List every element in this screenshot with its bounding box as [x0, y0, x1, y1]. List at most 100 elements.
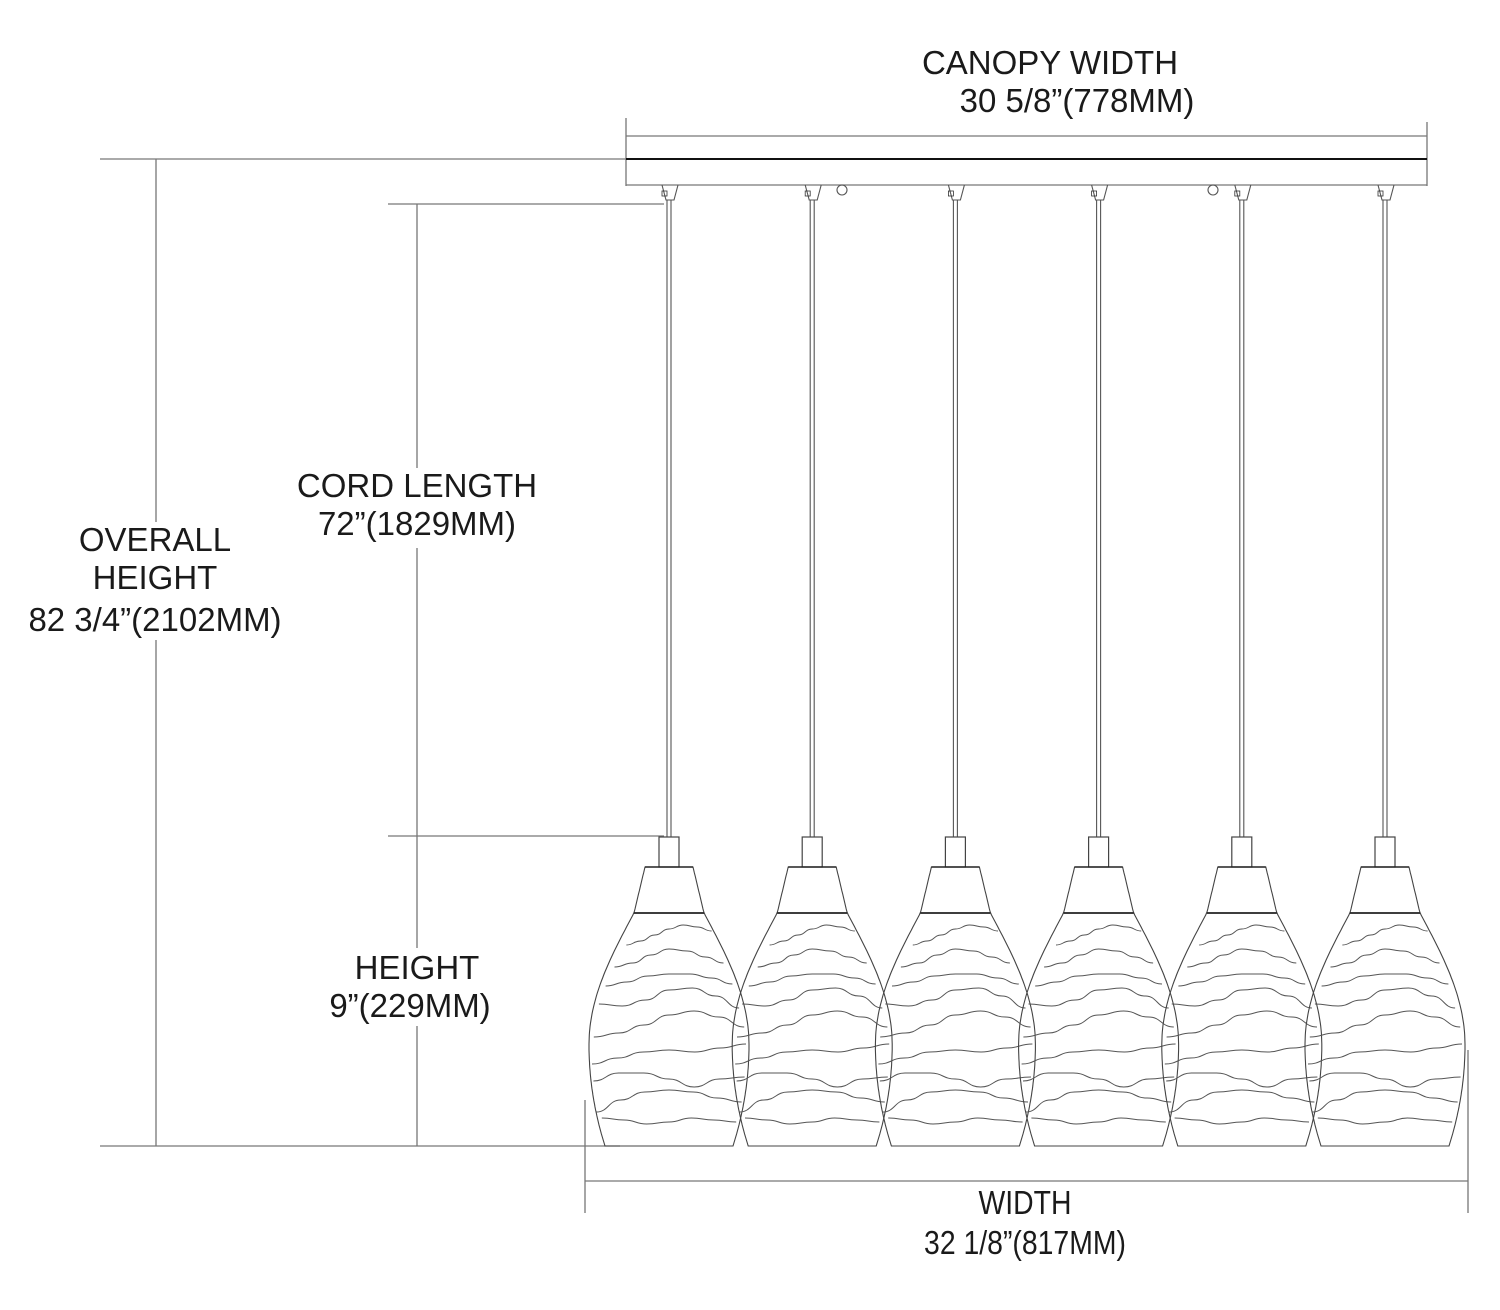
cord-grip [947, 184, 965, 201]
set-screw-icon [948, 190, 954, 197]
socket-cap [1087, 836, 1110, 868]
set-screw-icon [661, 190, 668, 197]
cord-grip [804, 184, 822, 201]
shade-swirl-line [1164, 1043, 1319, 1065]
shade-swirl-line [744, 1117, 880, 1125]
shade-swirl-line [598, 987, 740, 1009]
width-value: 32 1/8”(817MM) [924, 1224, 1126, 1261]
width-title: WIDTH [978, 1184, 1072, 1221]
shade-swirl-line [1169, 1089, 1315, 1113]
canopy [626, 135, 1427, 196]
overall-height-title-2: HEIGHT [92, 559, 218, 596]
shade-swirl-line [1314, 987, 1456, 1009]
set-screw-icon [1377, 190, 1384, 197]
shade-swirl-line [1035, 973, 1163, 987]
overall-height-title-1: OVERALL [78, 521, 232, 558]
shade-swirl-line [880, 1010, 1031, 1038]
glass-shade [1161, 866, 1323, 1147]
shade-swirl-line [879, 1072, 1032, 1088]
glass-shade [1018, 866, 1180, 1147]
shade-swirl-line [739, 1089, 885, 1113]
dimension-lines [100, 118, 1469, 1213]
pendant [731, 184, 893, 1147]
cord-grip [1377, 184, 1395, 201]
shade-swirl-line [748, 973, 876, 987]
set-screw-icon [1091, 190, 1097, 197]
glass-shade [588, 866, 750, 1147]
shade-swirl-line [601, 1117, 737, 1125]
cord-length-value: 72”(1829MM) [317, 505, 517, 542]
shade-swirl-line [757, 948, 867, 968]
shade-swirl-line [1309, 1072, 1461, 1088]
pendants [588, 184, 1466, 1147]
pendant [1018, 184, 1180, 1147]
shade-swirl-line [1166, 1010, 1318, 1038]
cord-grip [661, 184, 679, 201]
shade-swirl-line [626, 924, 712, 946]
canopy-mount-hole [1207, 184, 1219, 196]
height-label: HEIGHT 9”(229MM) [300, 949, 520, 1025]
width-label: WIDTH 32 1/8”(817MM) [896, 1184, 1154, 1262]
shade-swirl-line [769, 924, 855, 946]
shade-swirl-line [1171, 987, 1312, 1009]
shade-swirl-line [885, 987, 1026, 1009]
shade-swirl-line [1044, 948, 1154, 968]
glass-shade [874, 866, 1036, 1147]
glass-shade [1304, 866, 1466, 1147]
shade-swirl-line [591, 1043, 747, 1065]
canopy-width-title: CANOPY WIDTH [921, 44, 1179, 81]
shade-swirl-line [1199, 924, 1285, 946]
shade-swirl-line [1342, 924, 1428, 946]
shade-swirl-line [1321, 973, 1449, 987]
shade-swirl-line [1317, 1117, 1453, 1125]
shade-swirl-line [1021, 1043, 1176, 1065]
shade-swirl-line [1312, 1089, 1458, 1113]
shade-swirl-line [912, 924, 999, 946]
shade-swirl-line [742, 987, 883, 1009]
shade-swirl-line [1309, 1010, 1461, 1038]
socket-cap [944, 836, 967, 868]
shade-swirl-line [1025, 1089, 1172, 1113]
shade-swirl-line [736, 1072, 888, 1088]
shade-swirl-line [735, 1043, 890, 1065]
pendant [1161, 184, 1323, 1147]
pendant [588, 184, 750, 1147]
shade-swirl-line [888, 1117, 1023, 1125]
cord-grip [1234, 184, 1252, 201]
overall-height-label: OVERALL HEIGHT 82 3/4”(2102MM) [10, 521, 300, 639]
socket-cap [658, 836, 680, 868]
shade-swirl-line [593, 1010, 745, 1038]
cord-length-label: CORD LENGTH 72”(1829MM) [276, 467, 558, 543]
shade-swirl-line [900, 948, 1010, 968]
shade-swirl-line [1307, 1043, 1463, 1065]
shade-swirl-line [882, 1089, 1029, 1113]
socket-cap [801, 836, 823, 868]
socket-cap [1374, 836, 1396, 868]
set-screw-icon [804, 190, 811, 197]
shade-swirl-line [1330, 948, 1440, 968]
shade-swirl-line [1055, 924, 1142, 946]
shade-swirl-line [1023, 1010, 1174, 1038]
shade-swirl-line [1028, 987, 1169, 1009]
glass-shade [731, 866, 893, 1147]
set-screw-icon [1234, 190, 1241, 197]
socket-cap [1231, 836, 1253, 868]
overall-height-value: 82 3/4”(2102MM) [28, 601, 282, 638]
shade-swirl-line [614, 948, 724, 968]
pendant [1304, 184, 1466, 1147]
shade-swirl-line [1031, 1117, 1166, 1125]
shade-swirl-line [1178, 973, 1306, 987]
pendant [874, 184, 1036, 1147]
shade-swirl-line [736, 1010, 888, 1038]
height-title: HEIGHT [354, 949, 480, 986]
canopy-width-label: CANOPY WIDTH 30 5/8”(778MM) [880, 44, 1220, 120]
shade-swirl-line [878, 1043, 1033, 1065]
shade-swirl-line [891, 973, 1019, 987]
shade-swirl-line [605, 973, 733, 987]
cord-grip [1091, 184, 1109, 201]
cord-length-title: CORD LENGTH [296, 467, 538, 504]
shade-swirl-line [1174, 1117, 1310, 1125]
shade-swirl-line [593, 1072, 745, 1088]
height-value: 9”(229MM) [329, 987, 491, 1024]
